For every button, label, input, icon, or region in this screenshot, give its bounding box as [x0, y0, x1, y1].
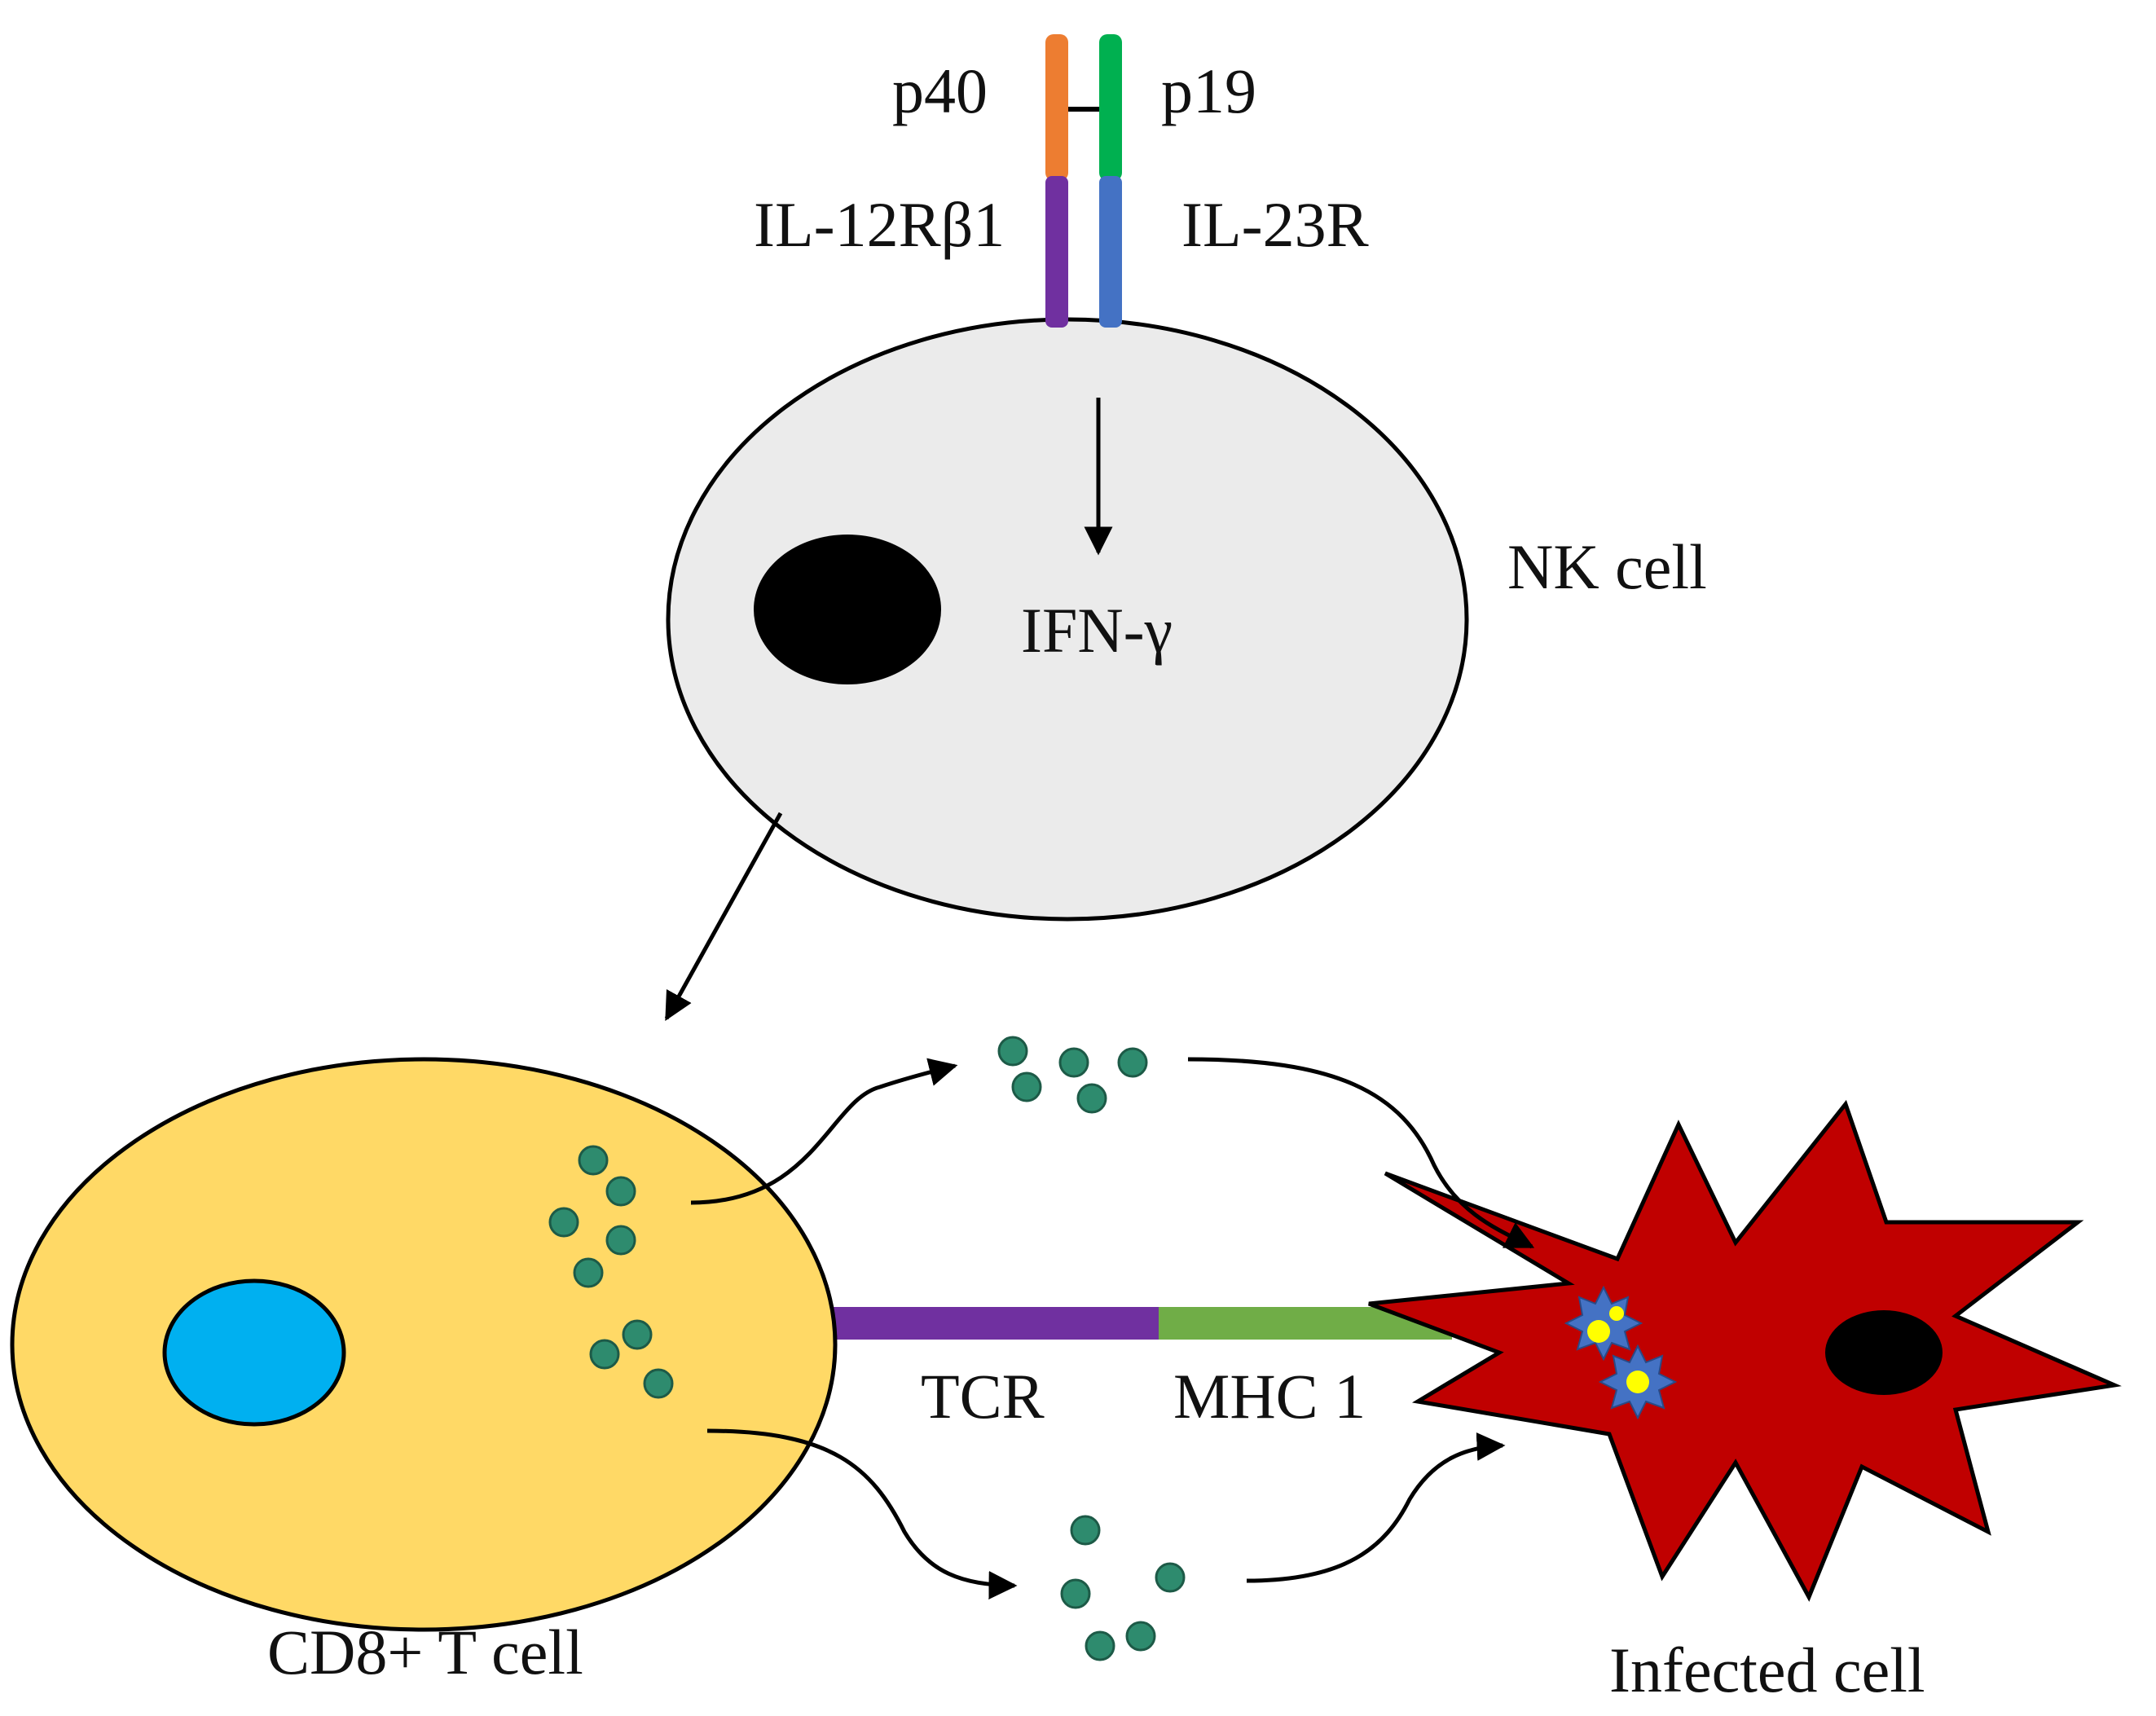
il23r-label: IL-23R: [1181, 189, 1369, 260]
pathogen-2: [1598, 1344, 1678, 1420]
il23r-receptor: [1099, 176, 1122, 328]
granule: [605, 1176, 636, 1207]
granules-top-to-infected-arrow: [1187, 1057, 1535, 1249]
infected-cell-body: [1368, 1099, 2122, 1602]
p19-subunit: [1099, 34, 1122, 181]
granules-bottom-to-infected-arrow: [1246, 1432, 1506, 1583]
granule: [1155, 1562, 1186, 1593]
granule: [1085, 1630, 1115, 1661]
granule: [605, 1225, 636, 1256]
granule: [1070, 1515, 1101, 1546]
granule: [1076, 1083, 1107, 1114]
granule: [589, 1339, 620, 1370]
nk-cell-nucleus: [754, 535, 941, 684]
granule: [1125, 1621, 1156, 1652]
tcr-bar: [815, 1307, 1161, 1340]
p19-label: p19: [1161, 55, 1256, 126]
granule: [548, 1207, 579, 1238]
tcr-label: TCR: [921, 1361, 1045, 1432]
released-granules-bottom: [1060, 1515, 1186, 1661]
il12rb1-label: IL-12Rβ1: [754, 189, 1005, 260]
infected-cell-label: Infected cell: [1609, 1635, 1925, 1705]
il12rb1-receptor: [1045, 176, 1068, 328]
granule: [578, 1145, 609, 1176]
p40-label: p40: [892, 55, 988, 126]
mhc1-label: MHC 1: [1173, 1361, 1366, 1432]
cd8-t-cell-body: [10, 1057, 838, 1632]
granule: [1011, 1071, 1042, 1102]
p40-subunit: [1045, 34, 1068, 181]
granule: [643, 1368, 674, 1399]
granule: [1058, 1047, 1089, 1078]
cd8-to-granules-top-arrow: [690, 1058, 958, 1205]
granule: [573, 1257, 604, 1288]
pathogen-1: [1564, 1285, 1643, 1362]
granule: [622, 1319, 653, 1350]
cd8-t-cell-label: CD8+ T cell: [267, 1617, 583, 1687]
infected-cell-nucleus: [1825, 1310, 1943, 1395]
granule: [1117, 1047, 1148, 1078]
nk-to-cd8-arrow: [664, 812, 783, 1022]
released-granules-top: [997, 1036, 1148, 1114]
granule: [997, 1036, 1028, 1067]
ifn-gamma-label: IFN-γ: [1021, 595, 1173, 666]
granule: [1060, 1578, 1091, 1609]
cd8-to-granules-bottom-arrow: [706, 1428, 1018, 1600]
nk-cell-label: NK cell: [1507, 531, 1707, 602]
cd8-t-cell-nucleus: [162, 1278, 346, 1427]
